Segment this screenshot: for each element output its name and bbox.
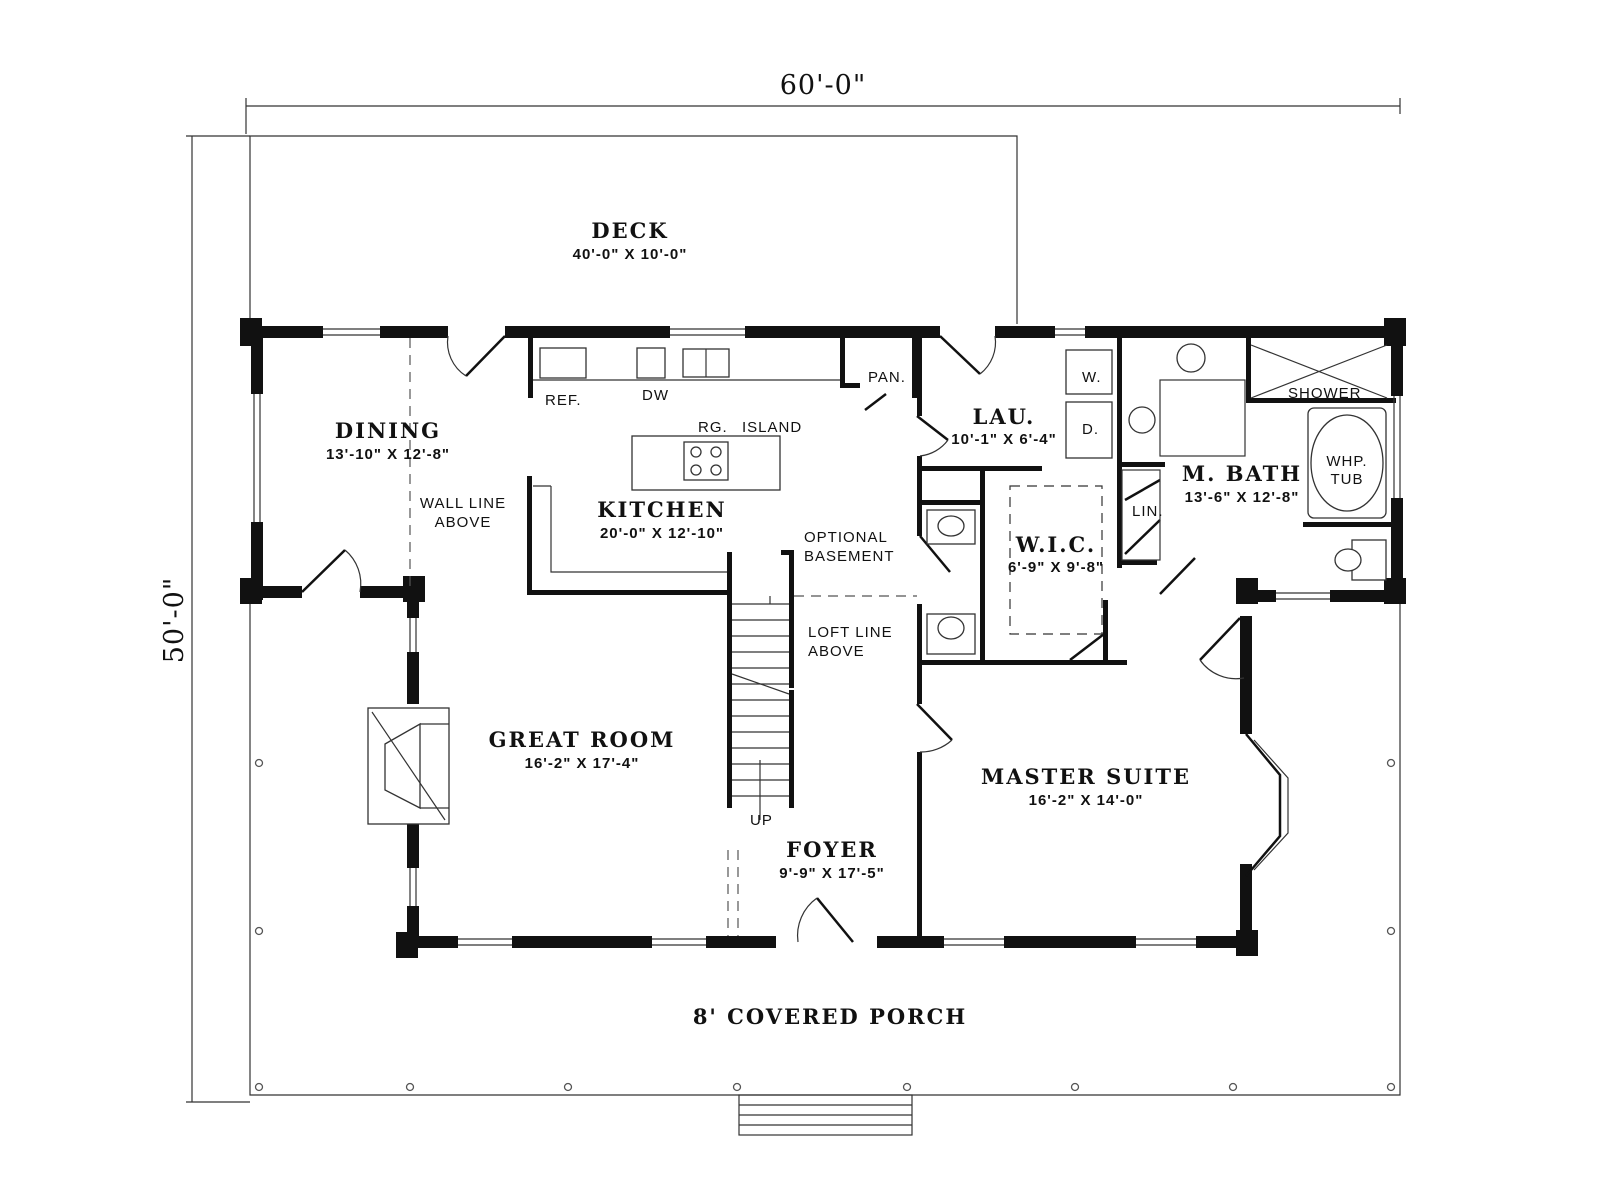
room-name-wic: W.I.C. xyxy=(1015,532,1096,557)
bay-window xyxy=(1245,733,1282,877)
kitchen-fixtures xyxy=(533,347,840,573)
room-size-foyer: 9'-9" X 17'-5" xyxy=(779,865,884,882)
note-loft-line-2: ABOVE xyxy=(808,643,865,660)
fireplace xyxy=(367,707,450,825)
room-size-laundry: 10'-1" X 6'-4" xyxy=(951,431,1056,448)
doors[interactable] xyxy=(301,335,1245,943)
note-optional-1: OPTIONAL xyxy=(804,529,888,546)
note-shower: SHOWER xyxy=(1288,385,1362,402)
overall-width-label: 60'-0" xyxy=(780,70,867,101)
room-size-master-suite: 16'-2" X 14'-0" xyxy=(1029,792,1144,809)
room-size-master-bath: 13'-6" X 12'-8" xyxy=(1185,489,1300,506)
note-dw: DW xyxy=(642,387,669,404)
room-size-wic: 6'-9" X 9'-8" xyxy=(1008,559,1104,576)
porch-outline xyxy=(249,594,1401,1136)
room-name-master-bath: M. BATH xyxy=(1182,461,1302,486)
exterior-walls xyxy=(240,318,1406,958)
overall-depth-label: 50'-0" xyxy=(159,577,190,664)
room-name-kitchen: KITCHEN xyxy=(597,497,726,522)
room-name-dining: DINING xyxy=(335,418,441,443)
note-washer: W. xyxy=(1082,369,1102,386)
room-label-wic: W.I.C. 6'-9" X 9'-8" xyxy=(1008,532,1104,576)
note-rg: RG. xyxy=(698,419,728,436)
note-wall-line-2: ABOVE xyxy=(435,514,492,531)
note-dryer: D. xyxy=(1082,421,1099,438)
interior-walls xyxy=(527,336,1396,942)
note-optional-2: BASEMENT xyxy=(804,548,895,565)
overall-dimension-lines xyxy=(186,98,1401,1103)
room-name-porch: 8' COVERED PORCH xyxy=(693,1004,967,1029)
room-size-great-room: 16'-2" X 17'-4" xyxy=(525,755,640,772)
windows xyxy=(253,328,1401,946)
room-name-foyer: FOYER xyxy=(786,837,878,862)
room-name-master-suite: MASTER SUITE xyxy=(981,764,1191,789)
room-label-master-suite: MASTER SUITE 16'-2" X 14'-0" xyxy=(981,764,1191,809)
stairs xyxy=(731,596,790,820)
room-label-master-bath: M. BATH 13'-6" X 12'-8" xyxy=(1182,461,1302,506)
porch-posts xyxy=(254,758,1396,1092)
room-name-laundry: LAU. xyxy=(973,404,1036,429)
note-wall-line-1: WALL LINE xyxy=(420,495,506,512)
note-whp-tub-1: WHP. xyxy=(1326,453,1367,470)
note-island: ISLAND xyxy=(742,419,802,436)
room-label-kitchen: KITCHEN 20'-0" X 12'-10" xyxy=(597,497,726,542)
room-label-dining: DINING 13'-10" X 12'-8" xyxy=(326,418,450,463)
room-label-deck: DECK 40'-0" X 10'-0" xyxy=(573,218,688,263)
deck-outline xyxy=(249,135,1018,324)
room-name-great-room: GREAT ROOM xyxy=(489,727,676,752)
note-loft-line-1: LOFT LINE xyxy=(808,624,893,641)
room-name-deck: DECK xyxy=(591,218,668,243)
room-label-foyer: FOYER 9'-9" X 17'-5" xyxy=(779,837,884,882)
room-size-deck: 40'-0" X 10'-0" xyxy=(573,246,688,263)
note-ref: REF. xyxy=(545,392,582,409)
dashed-lines xyxy=(409,338,917,936)
room-size-dining: 13'-10" X 12'-8" xyxy=(326,446,450,463)
annotations: REF. DW PAN. RG. ISLAND W. D. SHOWER WHP… xyxy=(420,369,1367,829)
note-lin: LIN. xyxy=(1132,503,1164,520)
bath-fixtures xyxy=(926,343,1388,655)
note-up: UP xyxy=(750,812,773,829)
note-pan: PAN. xyxy=(868,369,906,386)
room-label-great-room: GREAT ROOM 16'-2" X 17'-4" xyxy=(489,727,676,772)
room-label-laundry: LAU. 10'-1" X 6'-4" xyxy=(951,404,1056,448)
room-size-kitchen: 20'-0" X 12'-10" xyxy=(600,525,724,542)
note-whp-tub-2: TUB xyxy=(1331,471,1364,488)
